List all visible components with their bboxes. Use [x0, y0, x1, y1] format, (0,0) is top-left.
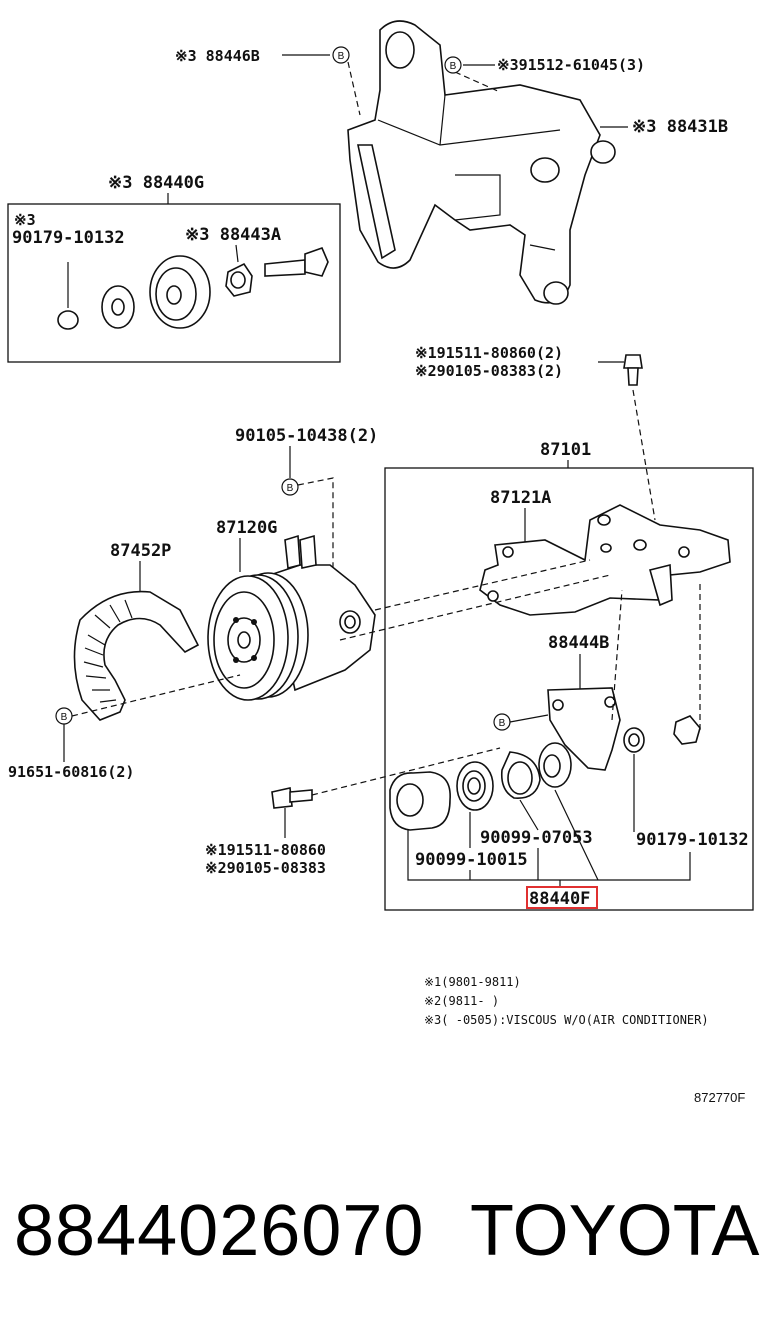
bolt-marker-b: B	[493, 713, 511, 731]
svg-text:B: B	[450, 61, 457, 72]
label-91511-80860-top: ※191511-80860(2)	[415, 344, 563, 362]
power-steering-pump-87120g	[207, 534, 376, 701]
label-88431b: ※3 88431B	[632, 117, 728, 137]
label-87120g: 87120G	[216, 518, 277, 538]
part-number-heading: 8844026070	[14, 1191, 425, 1271]
svg-text:B: B	[287, 483, 294, 494]
note-1: ※1(9801-9811)	[424, 975, 521, 989]
highlight-box-88440f	[526, 886, 598, 909]
note-3: ※3( -0505):VISCOUS W/O(AIR CONDITIONER)	[424, 1013, 709, 1027]
bolt-top	[623, 354, 643, 386]
label-91651-60816: 91651-60816(2)	[8, 763, 134, 781]
label-88440f: 88440F	[529, 889, 590, 909]
label-91512-61045: ※391512-61045(3)	[497, 56, 645, 74]
bracket-88431b	[347, 20, 616, 305]
svg-text:B: B	[61, 712, 68, 723]
label-90105-08383-bottom: ※290105-08383	[205, 859, 326, 877]
bolt-marker-b: B	[281, 478, 299, 496]
bracket-88444b	[547, 687, 621, 771]
label-88443a: ※3 88443A	[185, 225, 281, 245]
bracket-assembly-box	[384, 467, 754, 911]
idler-pulley-parts	[57, 246, 329, 330]
pump-cover-87452p	[73, 590, 200, 721]
label-88446b: ※3 88446B	[175, 47, 260, 65]
label-87121a: 87121A	[490, 488, 551, 508]
label-90179-10132-top: 90179-10132	[12, 228, 125, 248]
label-90105-10438: 90105-10438(2)	[235, 426, 378, 446]
label-91511-80860-bottom: ※191511-80860	[205, 841, 326, 859]
idler-pulley-kit-box	[7, 203, 341, 363]
svg-text:B: B	[499, 718, 506, 729]
bolt-marker-b: B	[332, 46, 350, 64]
bolt-marker-b: B	[444, 56, 462, 74]
svg-text:B: B	[338, 51, 345, 62]
brand-heading: TOYOTA	[470, 1191, 760, 1271]
label-90105-08383-top: ※290105-08383(2)	[415, 362, 563, 380]
label-88444b: 88444B	[548, 633, 609, 653]
pulley-bearing-parts	[389, 715, 701, 831]
diagram-reference-code: 872770F	[694, 1090, 745, 1105]
bolt-bottom	[271, 787, 313, 809]
label-87101: 87101	[540, 440, 591, 460]
label-90099-07053: 90099-07053	[480, 828, 593, 848]
label-88440g: ※3 88440G	[108, 173, 204, 193]
label-90179-10132-bottom: 90179-10132	[636, 830, 749, 850]
bracket-87121a	[479, 504, 731, 616]
label-90099-10015: 90099-10015	[415, 850, 528, 870]
label-87452p: 87452P	[110, 541, 171, 561]
note-2: ※2(9811- )	[424, 994, 499, 1008]
bolt-marker-b: B	[55, 707, 73, 725]
label-mark-3: ※3	[14, 211, 36, 229]
